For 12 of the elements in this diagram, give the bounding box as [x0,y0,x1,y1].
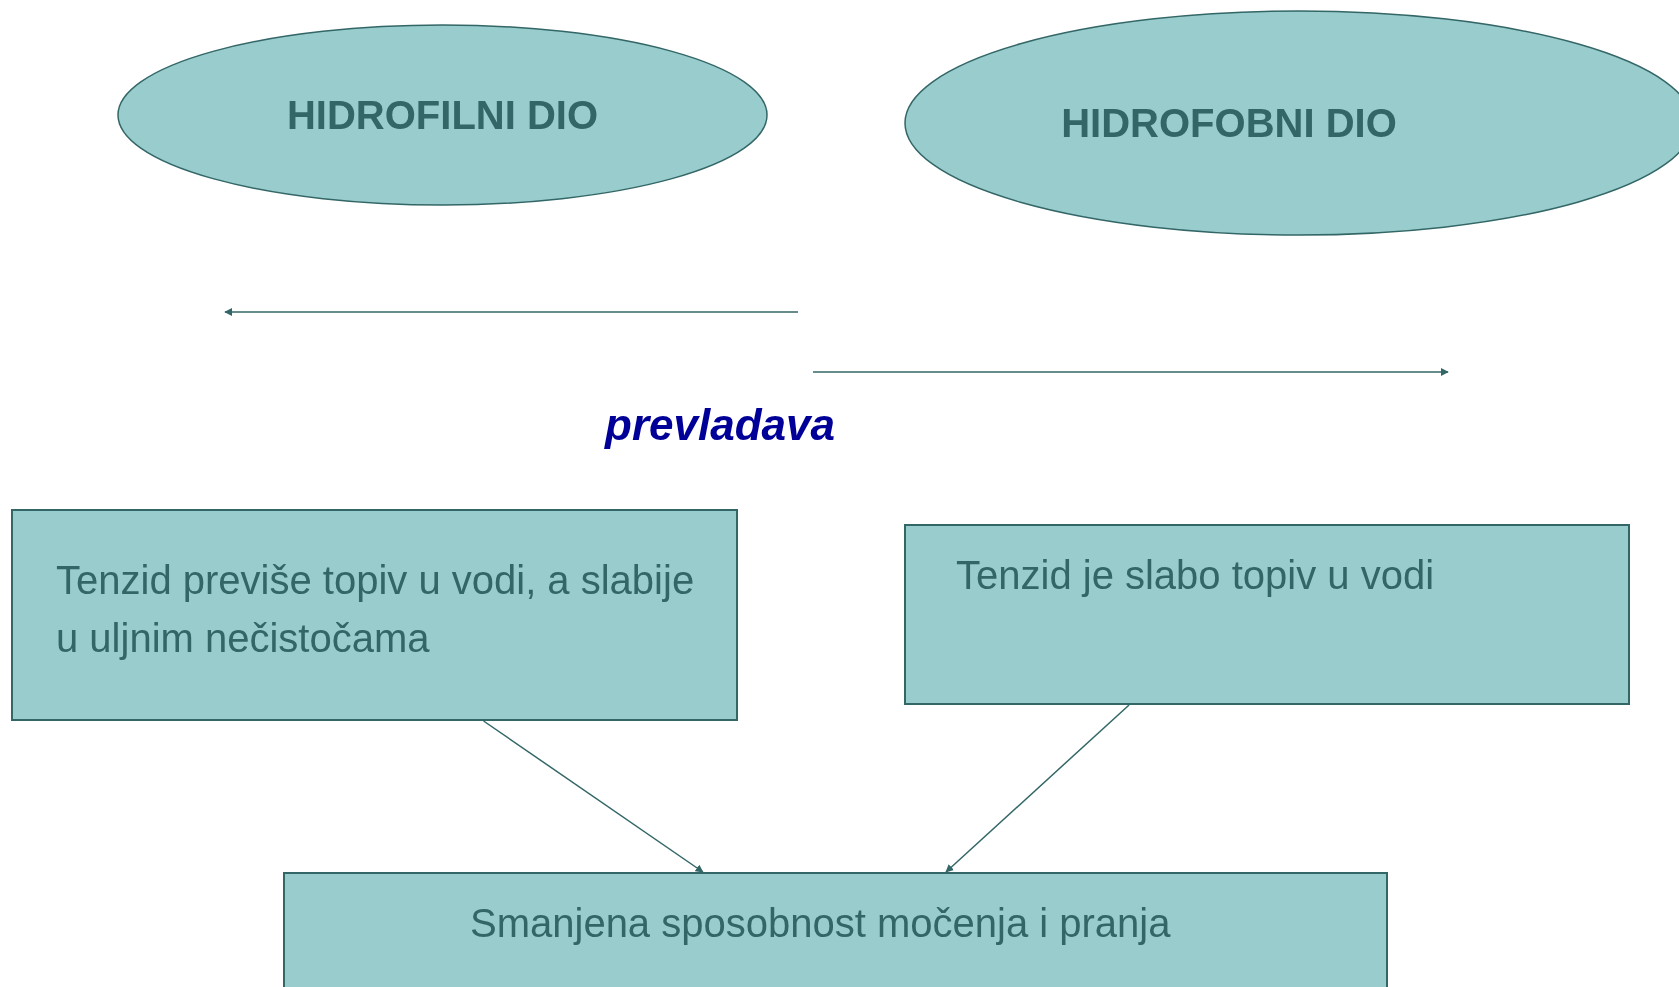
box-text: Smanjena sposobnost močenja i pranja [470,900,1172,947]
process-box [11,509,738,721]
process-box [283,872,1388,987]
note-label: prevladava [605,400,835,450]
box-text: Tenzid je slabo topiv u vodi [956,552,1436,599]
arrow [482,720,704,873]
part-label: HIDROFILNI DIO [285,92,600,139]
process-box [904,524,1630,705]
ellipse-node [117,24,768,206]
part-label: HIDROFOBNI DIO [1060,100,1398,147]
box-text: Tenzid previše topiv u vodi, a slabije u uljnim nečistočama [56,557,696,662]
arrow [945,704,1130,873]
